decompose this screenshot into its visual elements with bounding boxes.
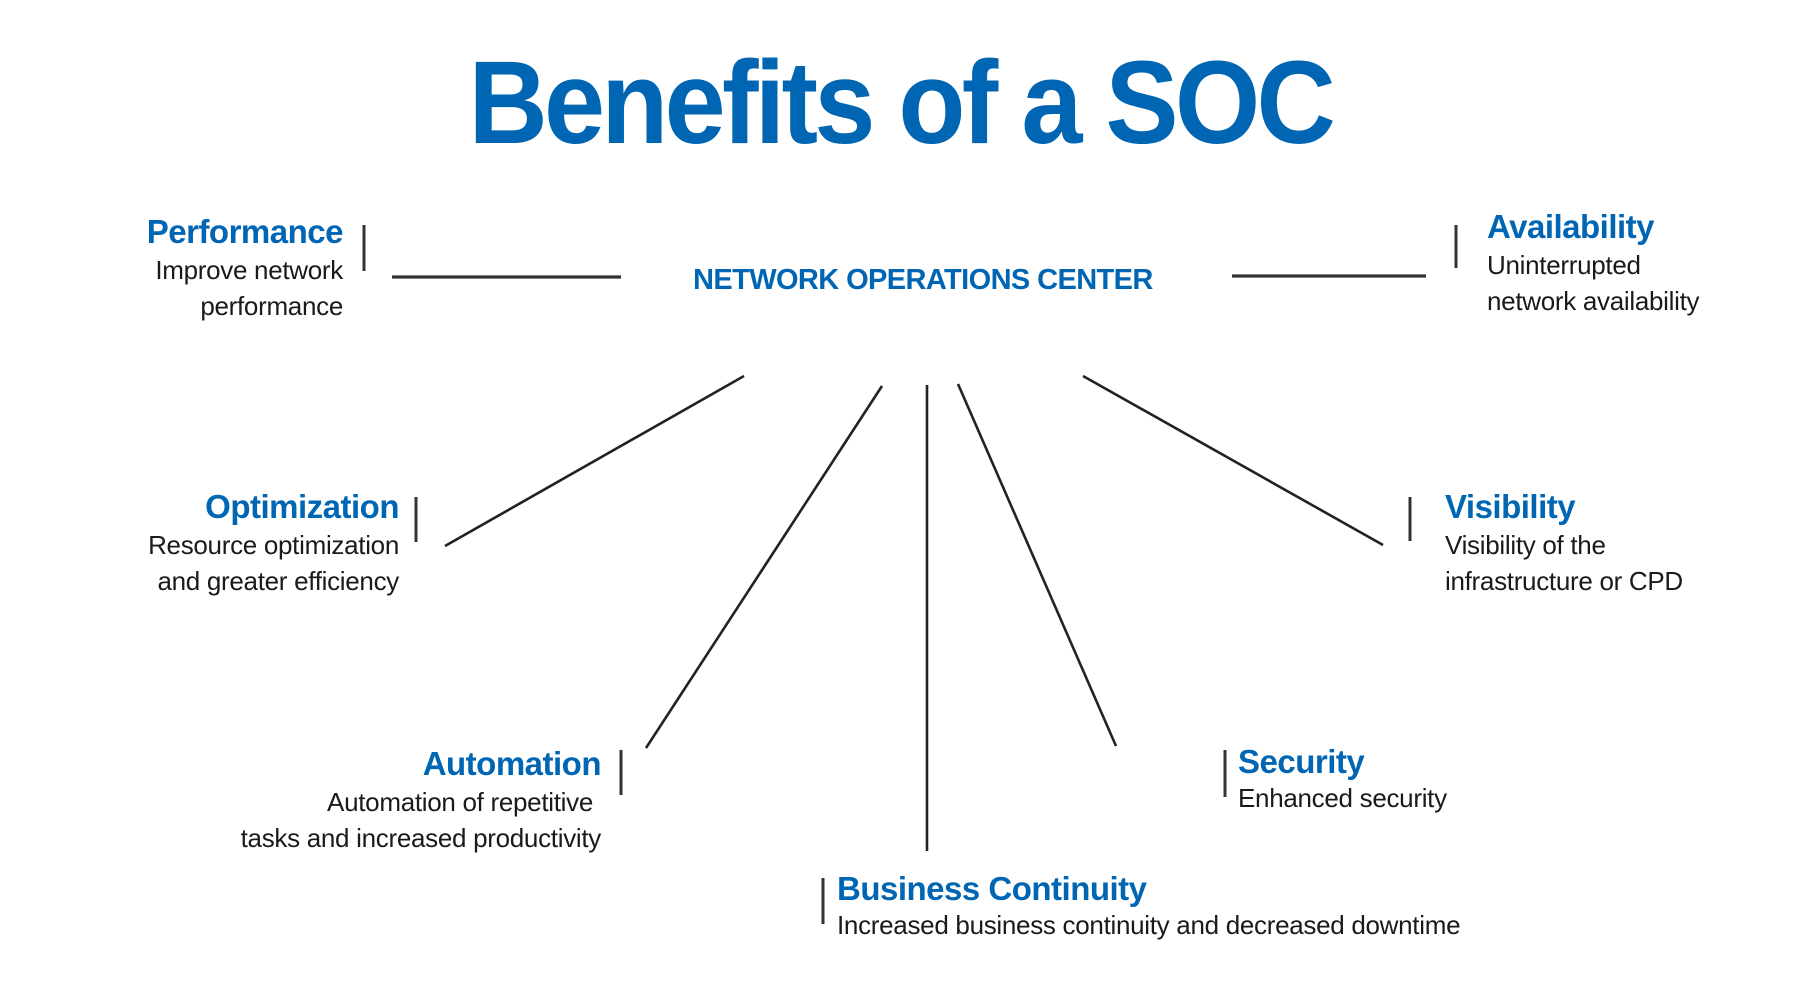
benefit-description: Improve network performance bbox=[155, 255, 343, 321]
connector-security bbox=[956, 383, 1118, 747]
benefit-description: Automation of repetitive tasks and incre… bbox=[240, 787, 602, 853]
diagram-title: Benefits of a SOC bbox=[468, 37, 1335, 169]
benefit-description: Visibility of the infrastructure or CPD bbox=[1445, 530, 1683, 596]
benefit-security: Security Enhanced security bbox=[1238, 744, 1447, 816]
benefit-description: Uninterrupted network availability bbox=[1487, 250, 1700, 316]
benefit-description: Increased business continuity and decrea… bbox=[837, 910, 1461, 940]
benefit-heading: Availability bbox=[1487, 208, 1655, 245]
center-node-label: NETWORK OPERATIONS CENTER bbox=[693, 264, 1153, 296]
connector-optimization bbox=[444, 374, 745, 548]
benefit-availability: Availability Uninterrupted network avail… bbox=[1487, 207, 1700, 319]
benefit-visibility: Visibility Visibility of the infrastruct… bbox=[1445, 487, 1683, 599]
connector-visibility bbox=[1082, 374, 1384, 547]
benefit-heading: Security bbox=[1238, 743, 1365, 780]
benefit-heading: Automation bbox=[422, 745, 602, 782]
benefit-performance: Performance Improve network performance bbox=[146, 212, 344, 324]
benefit-business-continuity: Business Continuity Increased business c… bbox=[837, 870, 1461, 943]
benefit-optimization: Optimization Resource optimization and g… bbox=[148, 487, 399, 599]
benefit-heading: Performance bbox=[146, 213, 344, 250]
benefit-description: Enhanced security bbox=[1238, 783, 1447, 813]
benefit-description: Resource optimization and greater effici… bbox=[148, 530, 399, 596]
benefit-heading: Visibility bbox=[1445, 488, 1576, 525]
benefit-automation: Automation Automation of repetitive task… bbox=[240, 744, 602, 856]
benefit-heading: Optimization bbox=[205, 488, 399, 525]
connector-automation bbox=[644, 385, 884, 749]
benefit-heading: Business Continuity bbox=[837, 870, 1147, 907]
